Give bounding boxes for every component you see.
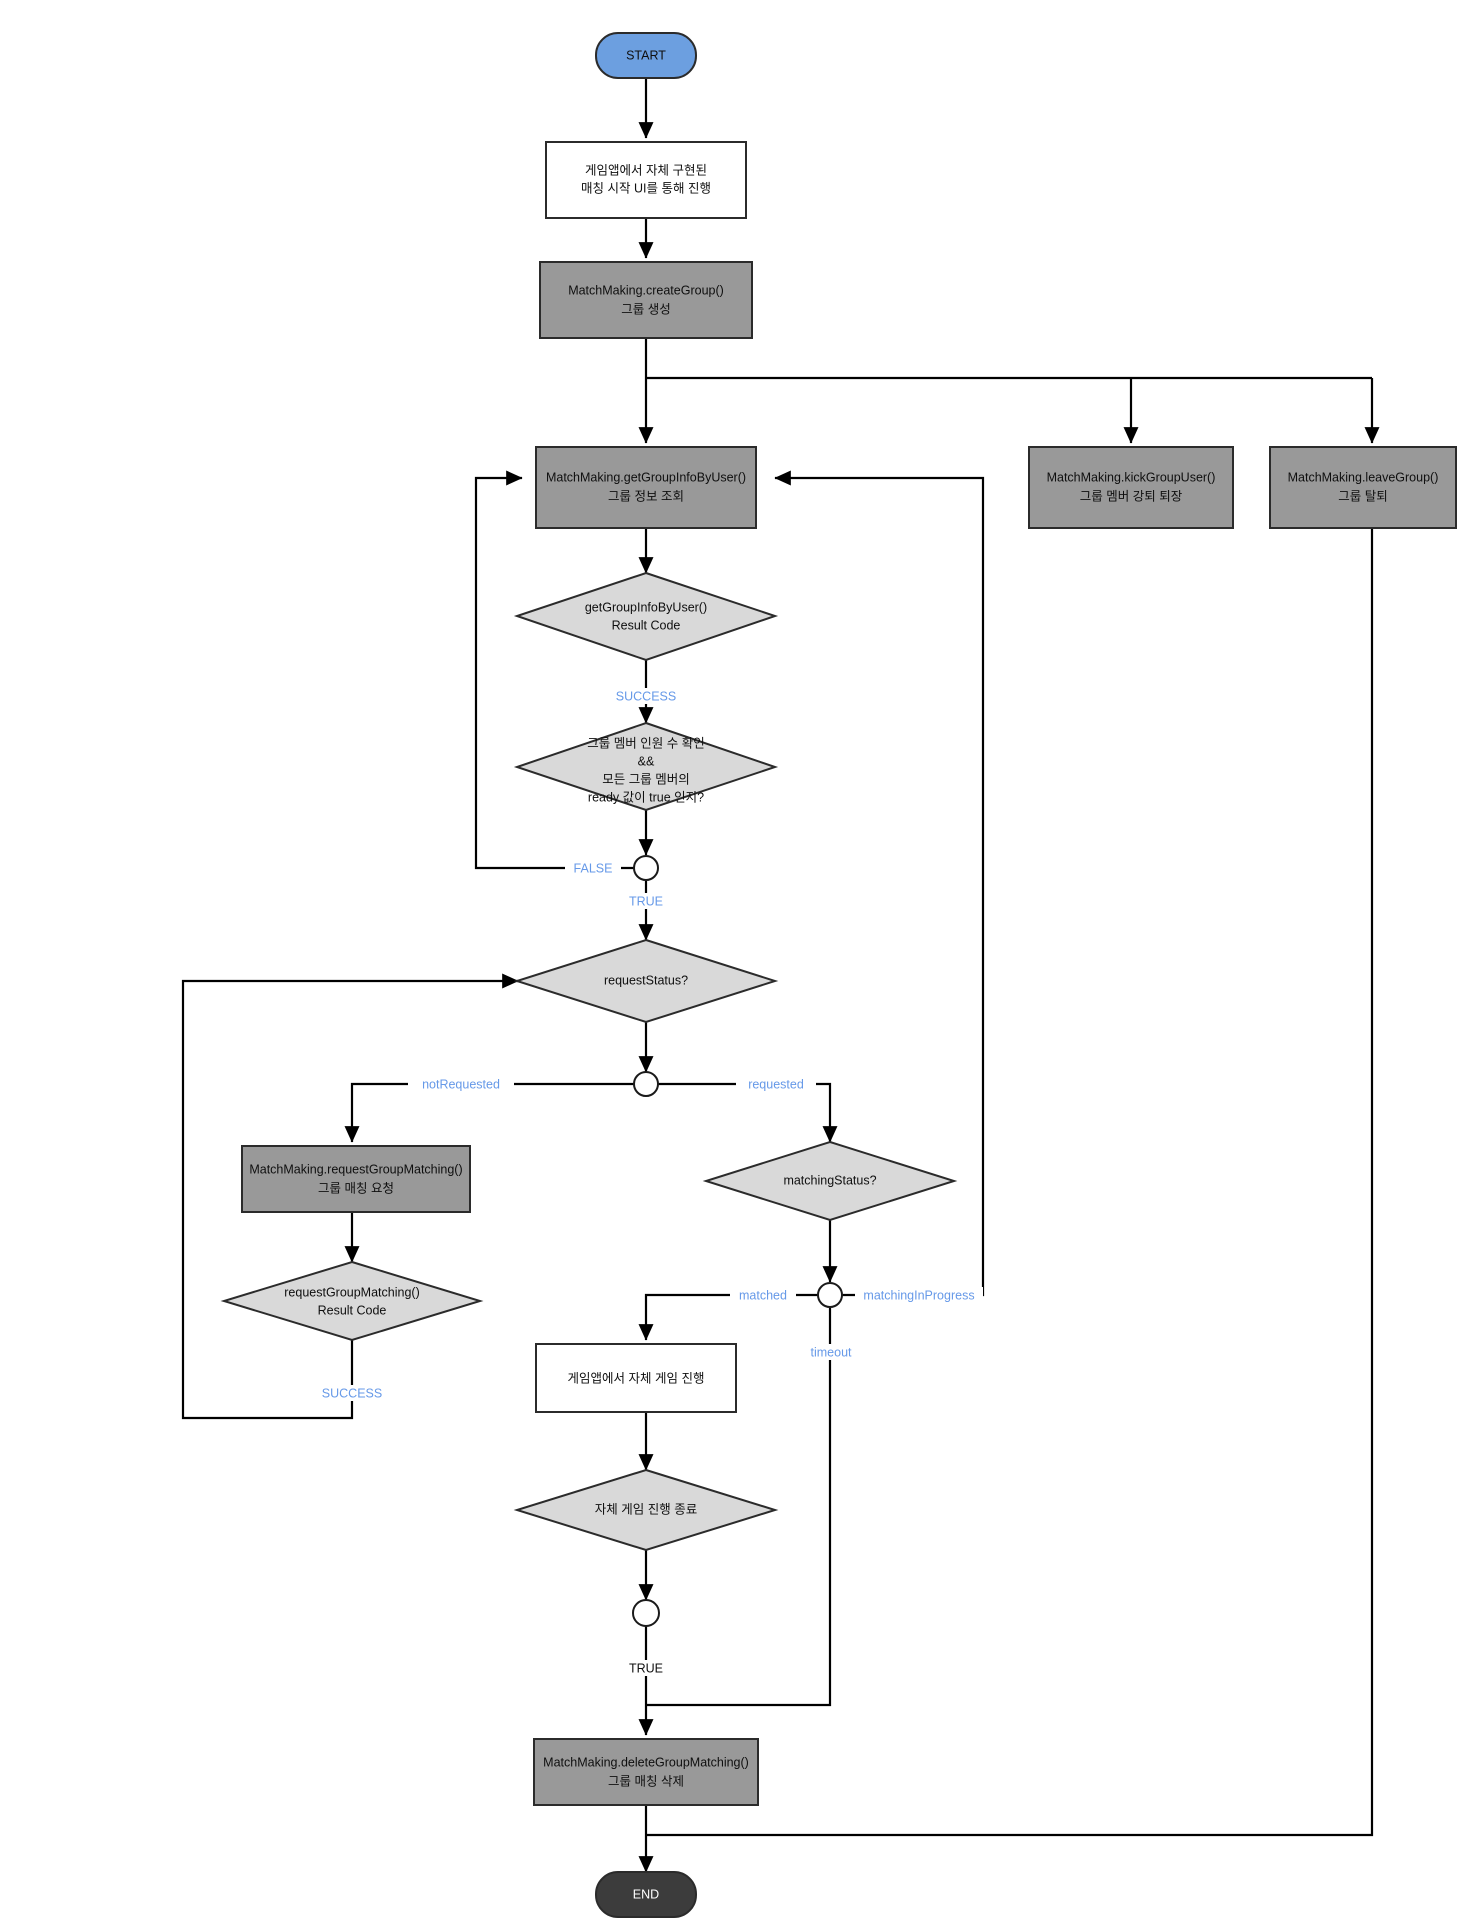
edge-not-requested-to-request-group-matching: [344, 1082, 634, 1143]
edge-label-success-getinfo: SUCCESS: [616, 689, 676, 703]
label-bg-timeout: [800, 1344, 862, 1360]
game-finished-shape: [513, 1468, 779, 1552]
edge-label-requested: requested: [748, 1077, 804, 1091]
ready-check-label-line1: 그룹 멤버 인원 수 확인: [587, 736, 704, 750]
edge-false-loop-to-get-group-info: [474, 470, 634, 870]
node-create-group[interactable]: MatchMaking.createGroup() 그룹 생성: [539, 261, 753, 339]
ready-check-shape: [513, 721, 779, 812]
edge-label-success-requestmatching: SUCCESS: [322, 1386, 382, 1400]
label-bg-true-game-finished: [618, 1660, 674, 1676]
request-group-matching-result-shape: [220, 1260, 484, 1342]
leave-group-label-line1: MatchMaking.leaveGroup(): [1288, 470, 1439, 484]
get-group-info-result-shape: [513, 571, 779, 662]
label-bg-false-ready: [565, 860, 621, 876]
label-bg-requested: [736, 1076, 816, 1092]
request-group-matching-label-line2: 그룹 매칭 요청: [318, 1181, 394, 1195]
edge-label-true-game-finished: TRUE: [629, 1661, 663, 1675]
kick-group-user-label-line1: MatchMaking.kickGroupUser(): [1047, 470, 1216, 484]
matching-status-label: matchingStatus?: [783, 1173, 876, 1187]
node-request-group-matching-result[interactable]: requestGroupMatching() Result Code: [220, 1260, 484, 1342]
create-group-shape: [539, 261, 753, 339]
node-request-status[interactable]: requestStatus?: [513, 938, 779, 1024]
label-bg-matching-in-progress: [855, 1287, 983, 1303]
request-status-label: requestStatus?: [604, 973, 688, 987]
get-group-info-label-line1: MatchMaking.getGroupInfoByUser(): [546, 470, 746, 484]
get-group-info-label-line2: 그룹 정보 조회: [608, 489, 684, 503]
connector-game-finished: [632, 1599, 660, 1627]
play-game-shape: [535, 1343, 737, 1413]
request-group-matching-result-label-line2: Result Code: [318, 1303, 387, 1317]
get-group-info-result-label-line1: getGroupInfoByUser(): [585, 600, 707, 614]
request-group-matching-shape: [241, 1145, 471, 1213]
edge-label-true-ready: TRUE: [629, 894, 663, 908]
label-bg-success-requestmatching: [316, 1385, 388, 1401]
connector-request-status: [633, 1071, 659, 1097]
ready-check-label-line2: &&: [638, 754, 655, 768]
edges-layer: [181, 78, 1380, 1873]
get-group-info-result-label-line2: Result Code: [612, 618, 681, 632]
label-bg-not-requested: [408, 1076, 514, 1092]
get-group-info-shape: [535, 446, 757, 529]
kick-group-user-label-line2: 그룹 멤버 강퇴 퇴장: [1080, 489, 1183, 503]
edge-label-timeout: timeout: [811, 1345, 853, 1359]
matching-status-shape: [702, 1140, 958, 1222]
node-play-game[interactable]: 게임앱에서 자체 게임 진행: [535, 1343, 737, 1413]
node-kick-group-user[interactable]: MatchMaking.kickGroupUser() 그룹 멤버 강퇴 퇴장: [1028, 446, 1234, 529]
game-ui-label-line1: 게임앱에서 자체 구현된: [585, 163, 707, 177]
node-game-ui[interactable]: 게임앱에서 자체 구현된 매칭 시작 UI를 통해 진행: [545, 141, 747, 219]
connector-ready-check: [633, 855, 659, 881]
edge-timeout-down: [646, 1308, 832, 1707]
delete-group-matching-shape: [533, 1738, 759, 1806]
ready-check-label-line4: ready 값이 true 인지?: [588, 790, 704, 804]
leave-group-shape: [1269, 446, 1457, 529]
leave-group-label-line2: 그룹 탈퇴: [1338, 489, 1387, 503]
node-ready-check[interactable]: 그룹 멤버 인원 수 확인 && 모든 그룹 멤버의 ready 값이 true…: [513, 721, 779, 812]
delete-group-matching-label-line1: MatchMaking.deleteGroupMatching(): [543, 1755, 749, 1769]
label-bg-true-ready: [618, 893, 674, 909]
game-ui-label-line2: 매칭 시작 UI를 통해 진행: [581, 180, 711, 195]
edge-leave-group-to-end: [646, 528, 1374, 1837]
connector-matching-status: [817, 1282, 843, 1308]
request-group-matching-result-label-line1: requestGroupMatching(): [284, 1285, 419, 1299]
end-label: END: [633, 1887, 659, 1901]
node-game-finished[interactable]: 자체 게임 진행 종료: [513, 1468, 779, 1552]
edge-requested-to-matching-status: [658, 1082, 838, 1143]
node-get-group-info-by-user[interactable]: MatchMaking.getGroupInfoByUser() 그룹 정보 조…: [535, 446, 757, 529]
end-shape: [595, 1871, 697, 1918]
label-bg-success-getinfo: [610, 688, 682, 704]
ready-check-label-line3: 모든 그룹 멤버의: [602, 772, 689, 786]
edge-label-matched: matched: [739, 1288, 787, 1302]
edge-label-false-ready: FALSE: [574, 861, 613, 875]
edge-label-not-requested: notRequested: [422, 1077, 500, 1091]
node-get-group-info-result[interactable]: getGroupInfoByUser() Result Code: [513, 571, 779, 662]
game-finished-label: 자체 게임 진행 종료: [595, 1501, 697, 1516]
request-status-shape: [513, 938, 779, 1024]
create-group-label-line2: 그룹 생성: [621, 302, 670, 316]
node-end[interactable]: END: [595, 1871, 697, 1918]
node-request-group-matching[interactable]: MatchMaking.requestGroupMatching() 그룹 매칭…: [241, 1145, 471, 1213]
node-leave-group[interactable]: MatchMaking.leaveGroup() 그룹 탈퇴: [1269, 446, 1457, 529]
request-group-matching-label-line1: MatchMaking.requestGroupMatching(): [249, 1162, 462, 1176]
node-delete-group-matching[interactable]: MatchMaking.deleteGroupMatching() 그룹 매칭 …: [533, 1738, 759, 1806]
start-shape: [595, 32, 697, 79]
play-game-label: 게임앱에서 자체 게임 진행: [568, 1370, 705, 1385]
edge-labels-layer: SUCCESS FALSE TRUE notRequested requeste…: [316, 688, 983, 1676]
edge-label-matching-in-progress: matchingInProgress: [863, 1288, 974, 1302]
label-bg-matched: [730, 1287, 796, 1303]
start-label: START: [626, 48, 666, 62]
node-matching-status[interactable]: matchingStatus?: [702, 1140, 958, 1222]
delete-group-matching-label-line2: 그룹 매칭 삭제: [608, 1774, 684, 1788]
game-ui-shape: [545, 141, 747, 219]
create-group-label-line1: MatchMaking.createGroup(): [568, 283, 724, 297]
node-start[interactable]: START: [595, 32, 697, 79]
kick-group-user-shape: [1028, 446, 1234, 529]
